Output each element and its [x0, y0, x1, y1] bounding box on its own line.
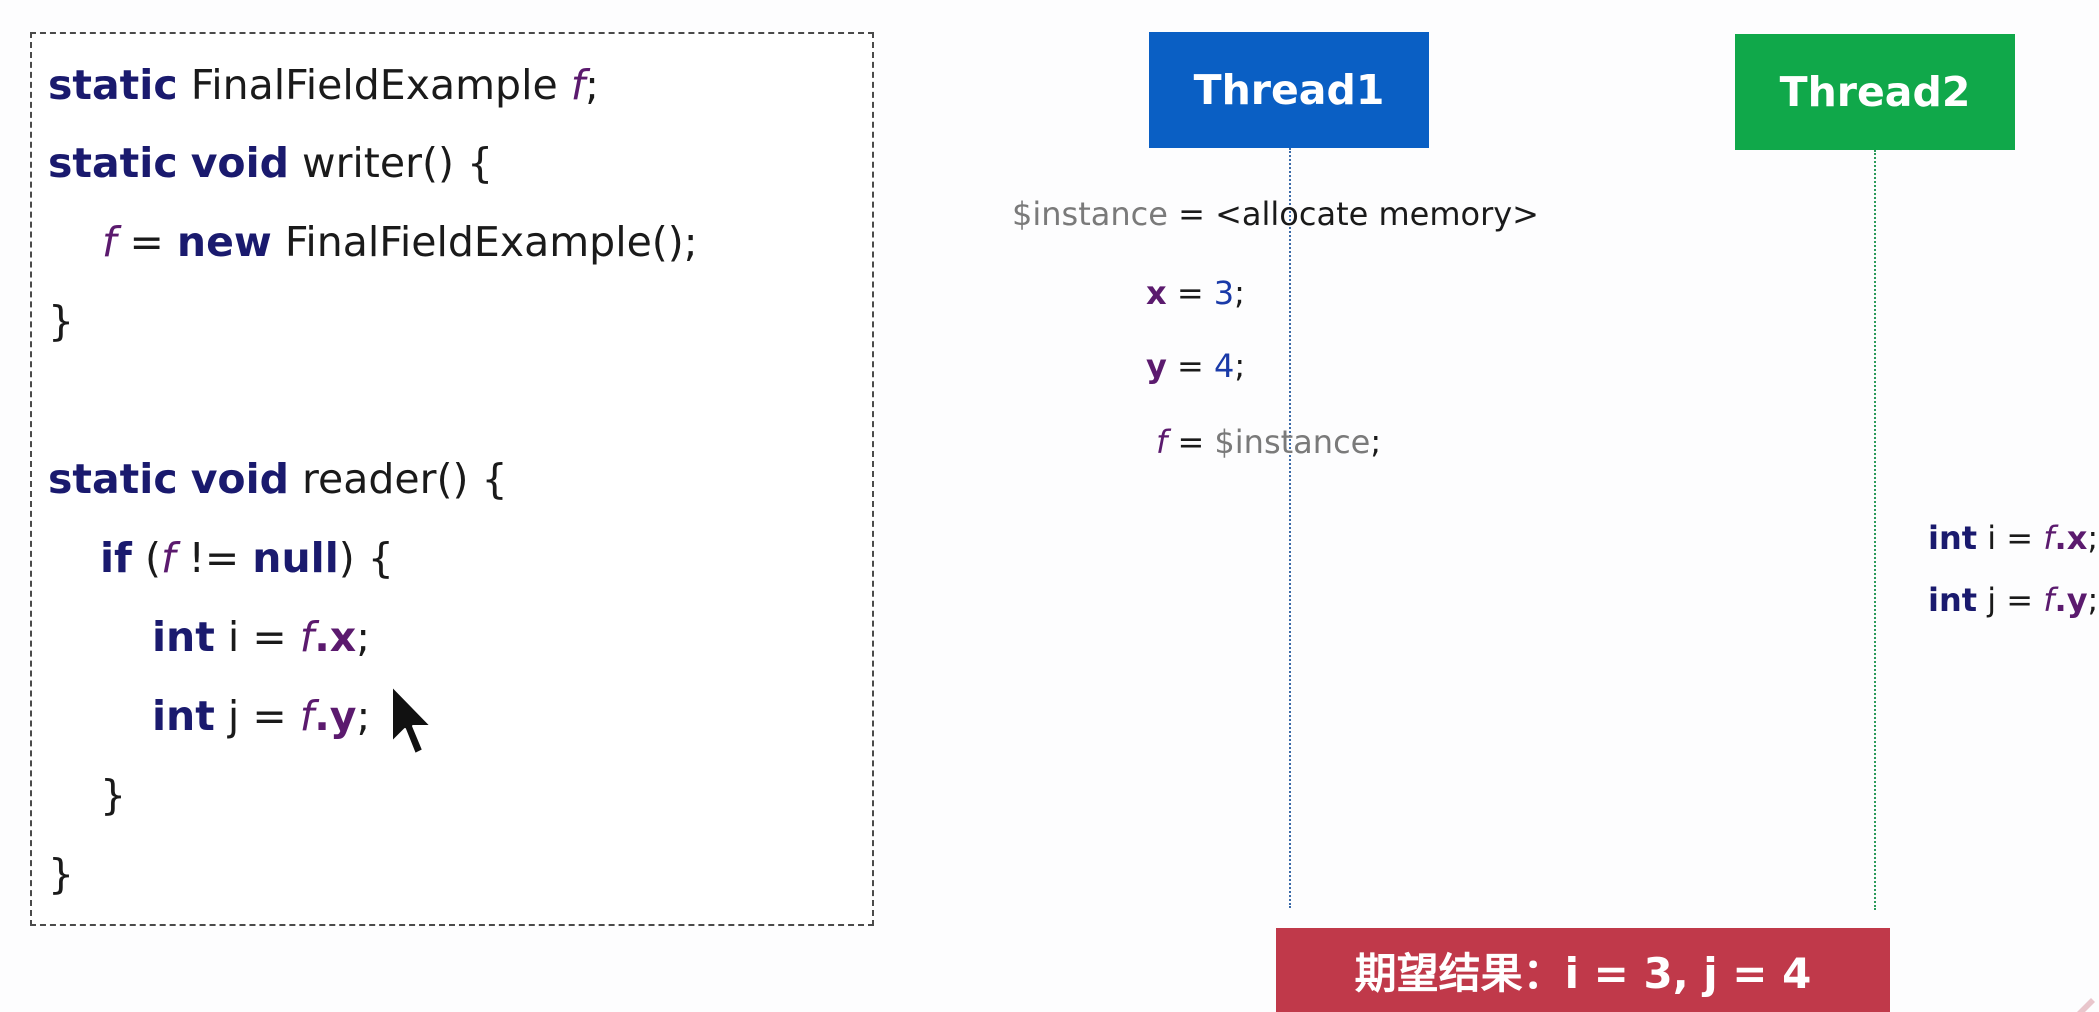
- code-line-2: static void writer() {: [48, 138, 493, 188]
- variable-f: f: [2043, 581, 2055, 619]
- code-variable: f: [160, 534, 176, 582]
- code-keyword: void: [190, 455, 289, 503]
- code-line-10: }: [48, 849, 74, 899]
- code-brace: }: [48, 850, 75, 898]
- thread2-header: Thread2: [1735, 34, 2015, 150]
- assign-operator: =: [1177, 347, 1204, 385]
- code-brace: }: [48, 297, 75, 345]
- mouse-cursor-icon: [391, 685, 432, 755]
- code-operator: =: [252, 613, 287, 661]
- code-keyword: int: [152, 692, 215, 740]
- thread2-label: Thread2: [1779, 68, 1971, 116]
- identifier-i: i: [1987, 519, 1997, 557]
- code-keyword: new: [176, 218, 272, 266]
- code-line-9: }: [100, 770, 126, 820]
- field-y: .y: [2054, 581, 2088, 619]
- thread2-op-read-x: int i = f.x;: [1928, 518, 2098, 558]
- code-text: reader() {: [302, 455, 508, 503]
- code-operator: !=: [188, 534, 240, 582]
- code-variable: f: [299, 613, 315, 661]
- code-field: .y: [314, 692, 357, 740]
- code-keyword: static: [48, 455, 178, 503]
- code-punct: (: [144, 534, 161, 582]
- semicolon: ;: [1234, 274, 1245, 312]
- thread2-op-read-y: int j = f.y;: [1928, 580, 2098, 620]
- semicolon: ;: [2087, 519, 2099, 557]
- code-punct: ) {: [338, 534, 394, 582]
- thread1-op-publish: f = $instance;: [1156, 422, 1381, 462]
- code-line-1: static FinalFieldExample f;: [48, 60, 599, 110]
- instance-ref: $instance: [1214, 423, 1371, 461]
- int-keyword: int: [1928, 581, 1978, 619]
- code-line-4: }: [48, 296, 74, 346]
- code-brace: }: [100, 771, 127, 819]
- code-keyword: null: [252, 534, 339, 582]
- assign-operator: =: [1178, 195, 1205, 233]
- code-keyword: static: [48, 139, 178, 187]
- thread1-header: Thread1: [1149, 32, 1429, 148]
- instance-ref: $instance: [1012, 195, 1168, 233]
- variable-f: f: [1156, 423, 1168, 461]
- code-keyword: if: [100, 534, 132, 582]
- variable-f: f: [2043, 519, 2055, 557]
- value-3: 3: [1213, 274, 1235, 312]
- thread1-op-x: x = 3;: [1146, 273, 1245, 313]
- code-variable: f: [102, 218, 117, 266]
- allocate-memory-text: <allocate memory>: [1215, 195, 1539, 233]
- code-identifier: j: [227, 692, 240, 740]
- code-panel: [30, 32, 874, 926]
- code-line-3: f = new FinalFieldExample();: [102, 217, 698, 267]
- int-keyword: int: [1928, 519, 1978, 557]
- thread1-op-y: y = 4;: [1146, 346, 1245, 386]
- field-y: y: [1146, 347, 1167, 385]
- value-4: 4: [1214, 347, 1235, 385]
- code-text: writer() {: [302, 139, 494, 187]
- thread2-lifeline: [1874, 150, 1876, 910]
- expected-result-text: 期望结果：i = 3, j = 4: [1354, 948, 1812, 998]
- code-punct: ;: [356, 613, 371, 661]
- code-punct: ;: [356, 692, 371, 740]
- code-line-7: int i = f.x;: [152, 612, 370, 662]
- code-keyword: void: [190, 139, 289, 187]
- thread1-label: Thread1: [1193, 66, 1385, 114]
- semicolon: ;: [2087, 581, 2099, 619]
- code-field: .x: [314, 613, 357, 661]
- identifier-j: j: [1987, 581, 1997, 619]
- code-line-6: if (f != null) {: [100, 533, 394, 583]
- code-type: FinalFieldExample: [190, 61, 558, 109]
- semicolon: ;: [1234, 347, 1246, 385]
- assign-operator: =: [1177, 423, 1205, 461]
- code-variable: f: [570, 61, 586, 109]
- code-variable: f: [299, 692, 315, 740]
- code-keyword: static: [48, 61, 178, 109]
- semicolon: ;: [1370, 423, 1382, 461]
- assign-operator: =: [1176, 274, 1204, 312]
- field-x: x: [1146, 274, 1167, 312]
- code-line-8: int j = f.y;: [152, 691, 370, 741]
- thread1-op-allocate: $instance = <allocate memory>: [1012, 194, 1539, 234]
- code-text: FinalFieldExample();: [284, 218, 698, 266]
- thread1-lifeline: [1289, 148, 1291, 908]
- assign-operator: =: [2006, 581, 2034, 619]
- assign-operator: =: [2006, 519, 2034, 557]
- field-x: .x: [2054, 519, 2088, 557]
- corner-decoration-icon: [2077, 998, 2095, 1012]
- code-keyword: int: [152, 613, 215, 661]
- code-identifier: i: [227, 613, 240, 661]
- code-operator: =: [252, 692, 287, 740]
- code-operator: =: [129, 218, 164, 266]
- code-line-5: static void reader() {: [48, 454, 508, 504]
- code-punct: ;: [585, 61, 599, 109]
- expected-result-banner: 期望结果：i = 3, j = 4: [1276, 928, 1890, 1012]
